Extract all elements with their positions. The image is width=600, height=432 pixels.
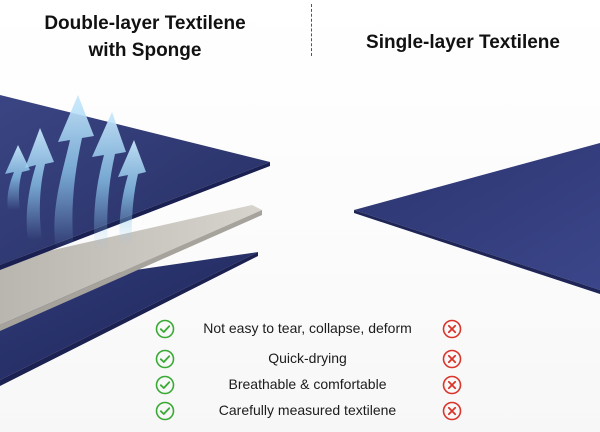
feature-text: Not easy to tear, collapse, deform: [203, 320, 412, 336]
airflow-arrow-1: [54, 95, 94, 250]
bottom-fabric-edge: [0, 252, 258, 386]
airflow-arrows-icon: [5, 95, 146, 250]
single-layer-fabric-icon: [354, 143, 600, 294]
single-fabric-edge: [354, 210, 600, 294]
single-fabric-layer: [354, 143, 600, 290]
feature-row: Not easy to tear, collapse, deform: [0, 318, 600, 340]
feature-row: Breathable & comfortable: [0, 374, 600, 396]
airflow-arrow-5: [5, 145, 30, 210]
feature-row: Carefully measured textilene: [0, 400, 600, 422]
sponge-edge: [0, 210, 262, 331]
green-check-circle-icon: [155, 319, 175, 339]
green-check-circle-icon: [155, 375, 175, 395]
green-check-circle-icon: [155, 401, 175, 421]
green-check-circle-icon: [155, 349, 175, 369]
left-title-line2: with Sponge: [88, 40, 202, 61]
feature-row: Quick-drying: [0, 348, 600, 370]
red-x-circle-icon: [442, 375, 462, 395]
feature-text: Breathable & comfortable: [228, 376, 387, 392]
left-title: Double-layer Textilene with Sponge: [20, 10, 270, 64]
sponge-layer: [0, 205, 262, 325]
airflow-arrow-2: [25, 128, 54, 240]
feature-text: Carefully measured textilene: [218, 402, 397, 418]
right-title: Single-layer Textilene: [366, 32, 560, 53]
red-x-circle-icon: [442, 349, 462, 369]
left-title-line1: Double-layer Textilene: [44, 13, 246, 34]
red-x-circle-icon: [442, 401, 462, 421]
feature-text: Quick-drying: [268, 350, 347, 366]
airflow-arrow-3: [92, 112, 126, 250]
title-divider: [311, 4, 312, 56]
airflow-arrow-4: [118, 140, 146, 245]
red-x-circle-icon: [442, 319, 462, 339]
